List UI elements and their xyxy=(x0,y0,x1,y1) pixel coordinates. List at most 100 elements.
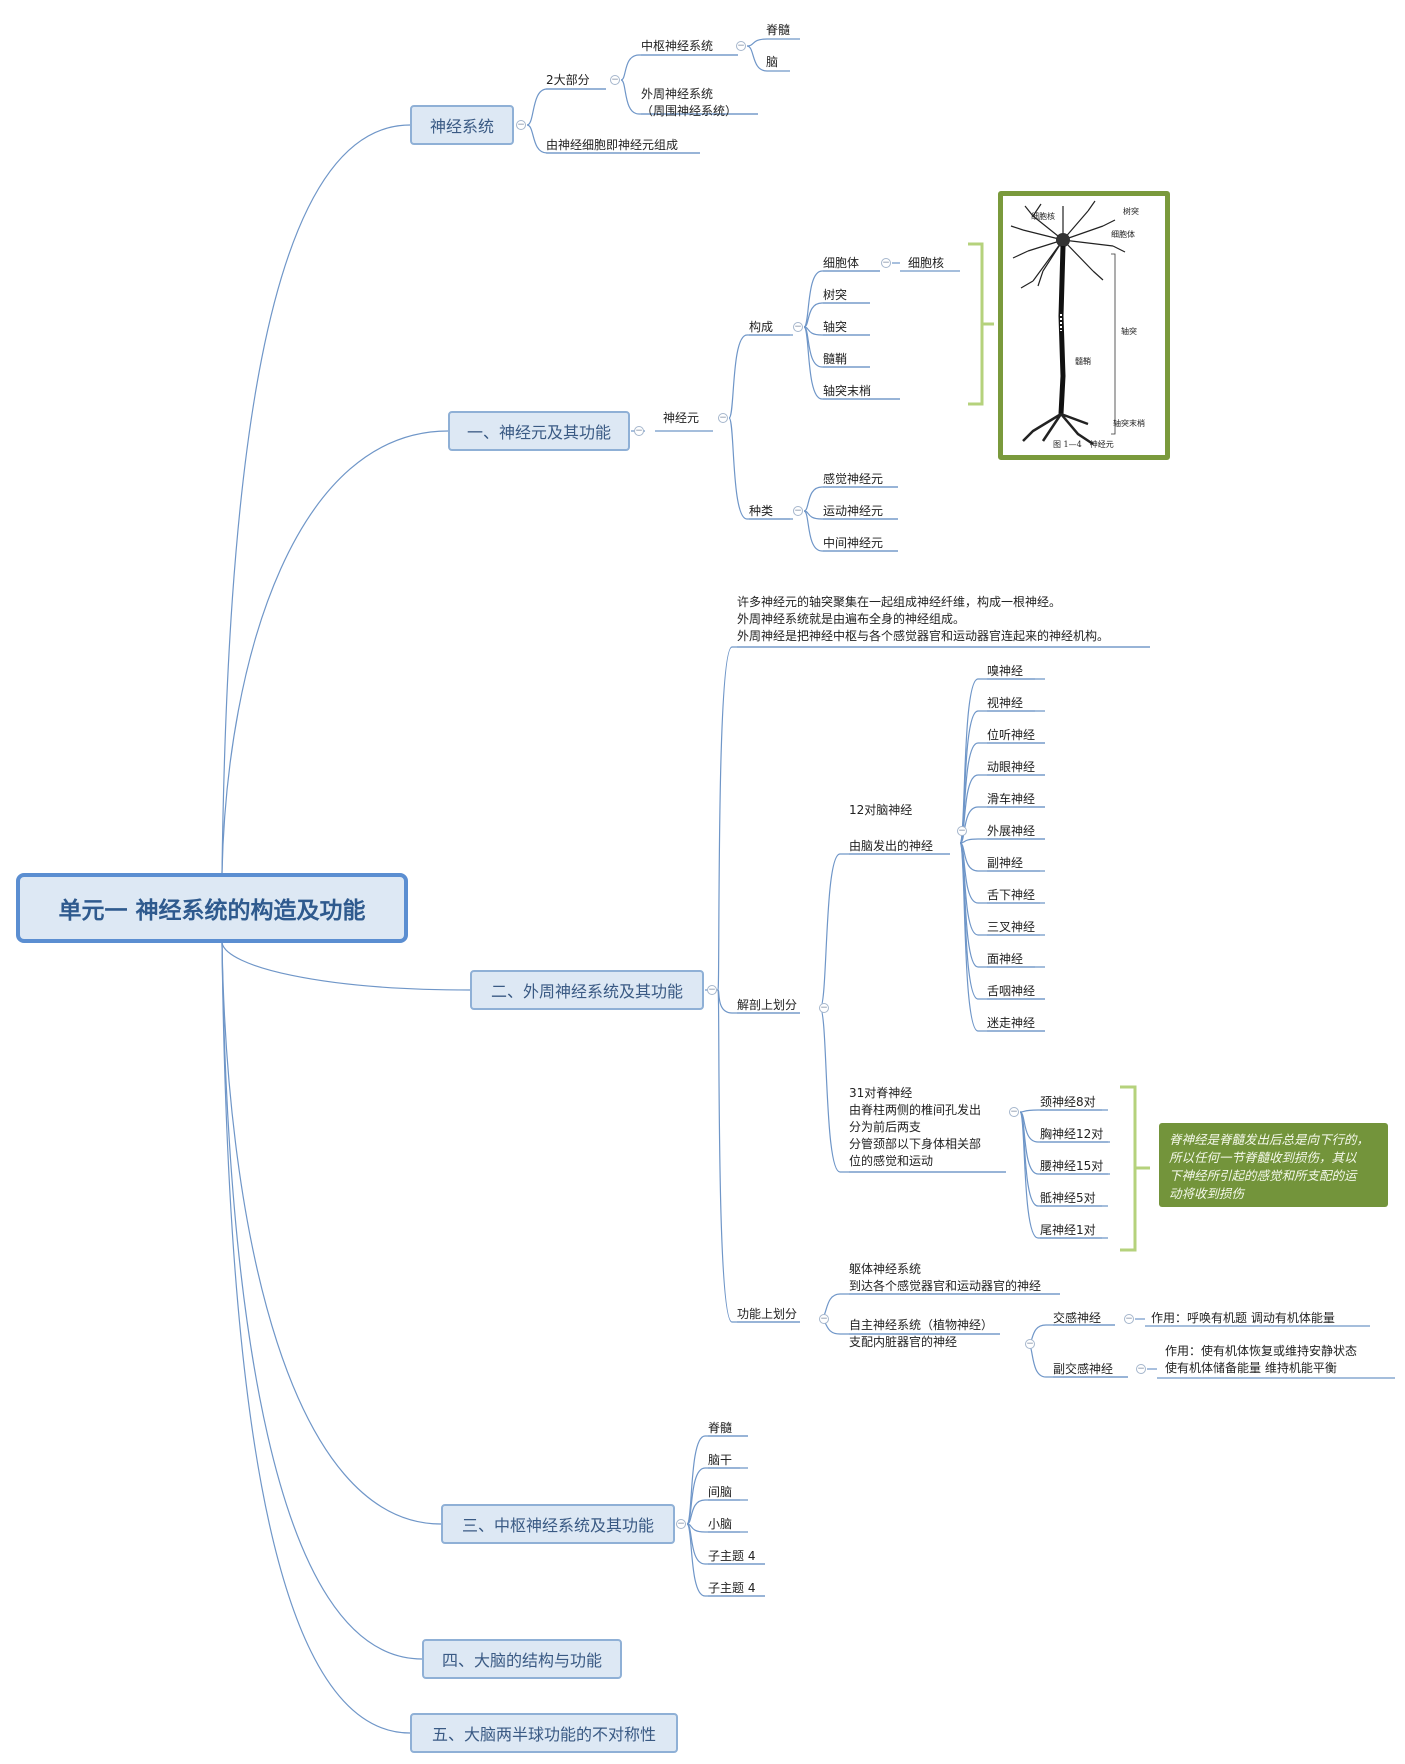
figure-label-axon: 轴突 xyxy=(1121,327,1137,336)
figure-caption: 图 1—4 神经元 xyxy=(1053,440,1114,449)
node-sympathetic-fn[interactable]: 作用：呼唤有机题 调动有机体能量 xyxy=(1151,1311,1335,1325)
collapse-toggle[interactable]: − xyxy=(819,1003,829,1013)
node-central-item[interactable]: 小脑 xyxy=(708,1517,733,1531)
node-sensory-neuron[interactable]: 感觉神经元 xyxy=(823,472,884,486)
node-cranial-nerve[interactable]: 面神经 xyxy=(987,952,1024,966)
node-somatic[interactable]: 躯体神经系统 到达各个感觉器官和运动器官的神经 xyxy=(849,1262,1042,1293)
connector-line xyxy=(717,989,800,1323)
collapse-toggle[interactable]: − xyxy=(881,258,891,268)
connector-line xyxy=(819,1007,1006,1173)
node-cranial-nerve[interactable]: 视神经 xyxy=(987,696,1024,710)
collapse-toggle[interactable]: − xyxy=(634,426,644,436)
node-central-item[interactable]: 子主题 4 xyxy=(708,1581,756,1595)
node-central-item[interactable]: 子主题 4 xyxy=(708,1549,756,1563)
connector-line xyxy=(803,326,900,400)
node-spinal-nerve[interactable]: 骶神经5对 xyxy=(1040,1191,1096,1205)
node-spinal-nerve[interactable]: 尾神经1对 xyxy=(1040,1223,1096,1237)
node-cranial-nerve[interactable]: 副神经 xyxy=(987,856,1024,870)
collapse-toggle[interactable]: − xyxy=(707,985,717,995)
node-spinal-nerve[interactable]: 颈神经8对 xyxy=(1040,1095,1096,1109)
node-cranial-nerve[interactable]: 三叉神经 xyxy=(987,920,1036,934)
connector-line xyxy=(728,417,793,520)
connector-line xyxy=(717,989,800,1014)
collapse-toggle[interactable]: − xyxy=(1009,1107,1019,1117)
topic-nervous-system[interactable]: 神经系统 xyxy=(410,105,514,145)
node-brain[interactable]: 脑 xyxy=(766,55,779,69)
connector-line xyxy=(221,942,471,991)
connector-line xyxy=(746,38,800,47)
node-cranial-nerve[interactable]: 动眼神经 xyxy=(987,760,1036,774)
connector-line xyxy=(620,79,758,115)
node-anatomical[interactable]: 解剖上划分 xyxy=(737,998,798,1012)
node-cranial-nerve[interactable]: 舌咽神经 xyxy=(987,984,1036,998)
collapse-toggle[interactable]: − xyxy=(819,1314,829,1324)
node-nucleus[interactable]: 细胞核 xyxy=(908,256,945,270)
node-central-ns[interactable]: 中枢神经系统 xyxy=(641,39,714,53)
connector-line xyxy=(620,54,738,81)
node-types[interactable]: 种类 xyxy=(749,504,774,518)
node-cranial-sub[interactable]: 由脑发出的神经 xyxy=(849,839,934,853)
node-central-item[interactable]: 脊髓 xyxy=(708,1421,733,1435)
collapse-toggle[interactable]: − xyxy=(676,1519,686,1529)
node-central-item[interactable]: 间脑 xyxy=(708,1485,733,1499)
node-spinal-cord[interactable]: 脊髓 xyxy=(766,23,791,37)
node-spinal-nerve[interactable]: 腰神经15对 xyxy=(1040,1159,1104,1173)
figure-bracket xyxy=(968,242,994,406)
node-cranial-nerve[interactable]: 迷走神经 xyxy=(987,1016,1036,1030)
collapse-toggle[interactable]: − xyxy=(1124,1314,1134,1324)
node-two-parts[interactable]: 2大部分 xyxy=(546,73,590,87)
node-composed-of[interactable]: 由神经细胞即神经元组成 xyxy=(546,138,679,152)
topic-neuron[interactable]: 一、神经元及其功能 xyxy=(448,411,630,451)
neuron-illustration xyxy=(1010,200,1126,446)
collapse-toggle[interactable]: − xyxy=(718,413,728,423)
collapse-toggle[interactable]: − xyxy=(793,506,803,516)
node-peripheral-intro[interactable]: 许多神经元的轴突聚集在一起组成神经纤维，构成一根神经。 外周神经系统就是由遍布全… xyxy=(737,595,1110,643)
node-cranial-nerve[interactable]: 舌下神经 xyxy=(987,888,1036,902)
spinal-note[interactable]: 脊神经是脊髓发出后总是向下行的， 所以任何一节脊髓收到损伤，其以 下神经所引起的… xyxy=(1159,1123,1388,1207)
connector-line xyxy=(803,510,898,552)
node-cranial-nerve[interactable]: 嗅神经 xyxy=(987,664,1024,678)
node-cranial-nerve[interactable]: 位听神经 xyxy=(987,728,1036,742)
node-motor-neuron[interactable]: 运动神经元 xyxy=(823,504,884,518)
collapse-toggle[interactable]: − xyxy=(1025,1339,1035,1349)
connector-line xyxy=(819,853,950,1009)
node-inter-neuron[interactable]: 中间神经元 xyxy=(823,536,884,550)
node-spinal-nerve[interactable]: 胸神经12对 xyxy=(1040,1127,1104,1141)
node-cranial-nerve[interactable]: 外展神经 xyxy=(987,824,1036,838)
collapse-toggle[interactable]: − xyxy=(736,41,746,51)
collapse-toggle[interactable]: − xyxy=(610,75,620,85)
node-composition[interactable]: 构成 xyxy=(749,320,774,334)
collapse-toggle[interactable]: − xyxy=(516,120,526,130)
connector-line xyxy=(959,838,1045,844)
connector-line xyxy=(221,942,411,1734)
root-topic[interactable]: 单元一 神经系统的构造及功能 xyxy=(16,873,408,943)
node-spinal-text[interactable]: 31对脊神经 由脊柱两侧的椎间孔发出 分为前后两支 分管颈部以下身体相关部 位的… xyxy=(849,1086,982,1168)
node-sympathetic[interactable]: 交感神经 xyxy=(1053,1311,1102,1325)
topic-cerebrum[interactable]: 四、大脑的结构与功能 xyxy=(422,1639,622,1679)
topic-central[interactable]: 三、中枢神经系统及其功能 xyxy=(441,1504,675,1544)
node-axon[interactable]: 轴突 xyxy=(823,320,848,334)
node-dendrite[interactable]: 树突 xyxy=(823,288,848,302)
node-cranial-nerve[interactable]: 滑车神经 xyxy=(987,792,1036,806)
node-neuron[interactable]: 神经元 xyxy=(663,411,700,425)
collapse-toggle[interactable]: − xyxy=(793,322,803,332)
connector-line xyxy=(959,806,1045,844)
node-central-item[interactable]: 脑干 xyxy=(708,1453,733,1467)
node-axon-terminal[interactable]: 轴突末梢 xyxy=(823,384,872,398)
node-cranial-title[interactable]: 12对脑神经 xyxy=(849,803,913,817)
connector-line xyxy=(1019,1111,1102,1239)
collapse-toggle[interactable]: − xyxy=(957,826,967,836)
figure-label-dendrite: 树突 xyxy=(1123,207,1139,216)
node-functional[interactable]: 功能上划分 xyxy=(737,1307,798,1321)
node-parasympathetic-fn[interactable]: 作用：使有机体恢复或维持安静状态 使有机体储备能量 维持机能平衡 xyxy=(1165,1344,1358,1375)
collapse-toggle[interactable]: − xyxy=(1136,1364,1146,1374)
node-peripheral-ns[interactable]: 外周神经系统 （周围神经系统） xyxy=(641,87,738,118)
node-cell-body[interactable]: 细胞体 xyxy=(823,256,860,270)
connector-line xyxy=(221,124,411,874)
node-myelin[interactable]: 髓鞘 xyxy=(823,352,848,366)
connector-line xyxy=(221,430,449,874)
node-parasympathetic[interactable]: 副交感神经 xyxy=(1053,1362,1114,1376)
node-autonomic[interactable]: 自主神经系统（植物神经） 支配内脏器官的神经 xyxy=(849,1318,994,1349)
topic-hemispheres[interactable]: 五、大脑两半球功能的不对称性 xyxy=(410,1713,678,1753)
topic-peripheral[interactable]: 二、外周神经系统及其功能 xyxy=(470,970,704,1010)
